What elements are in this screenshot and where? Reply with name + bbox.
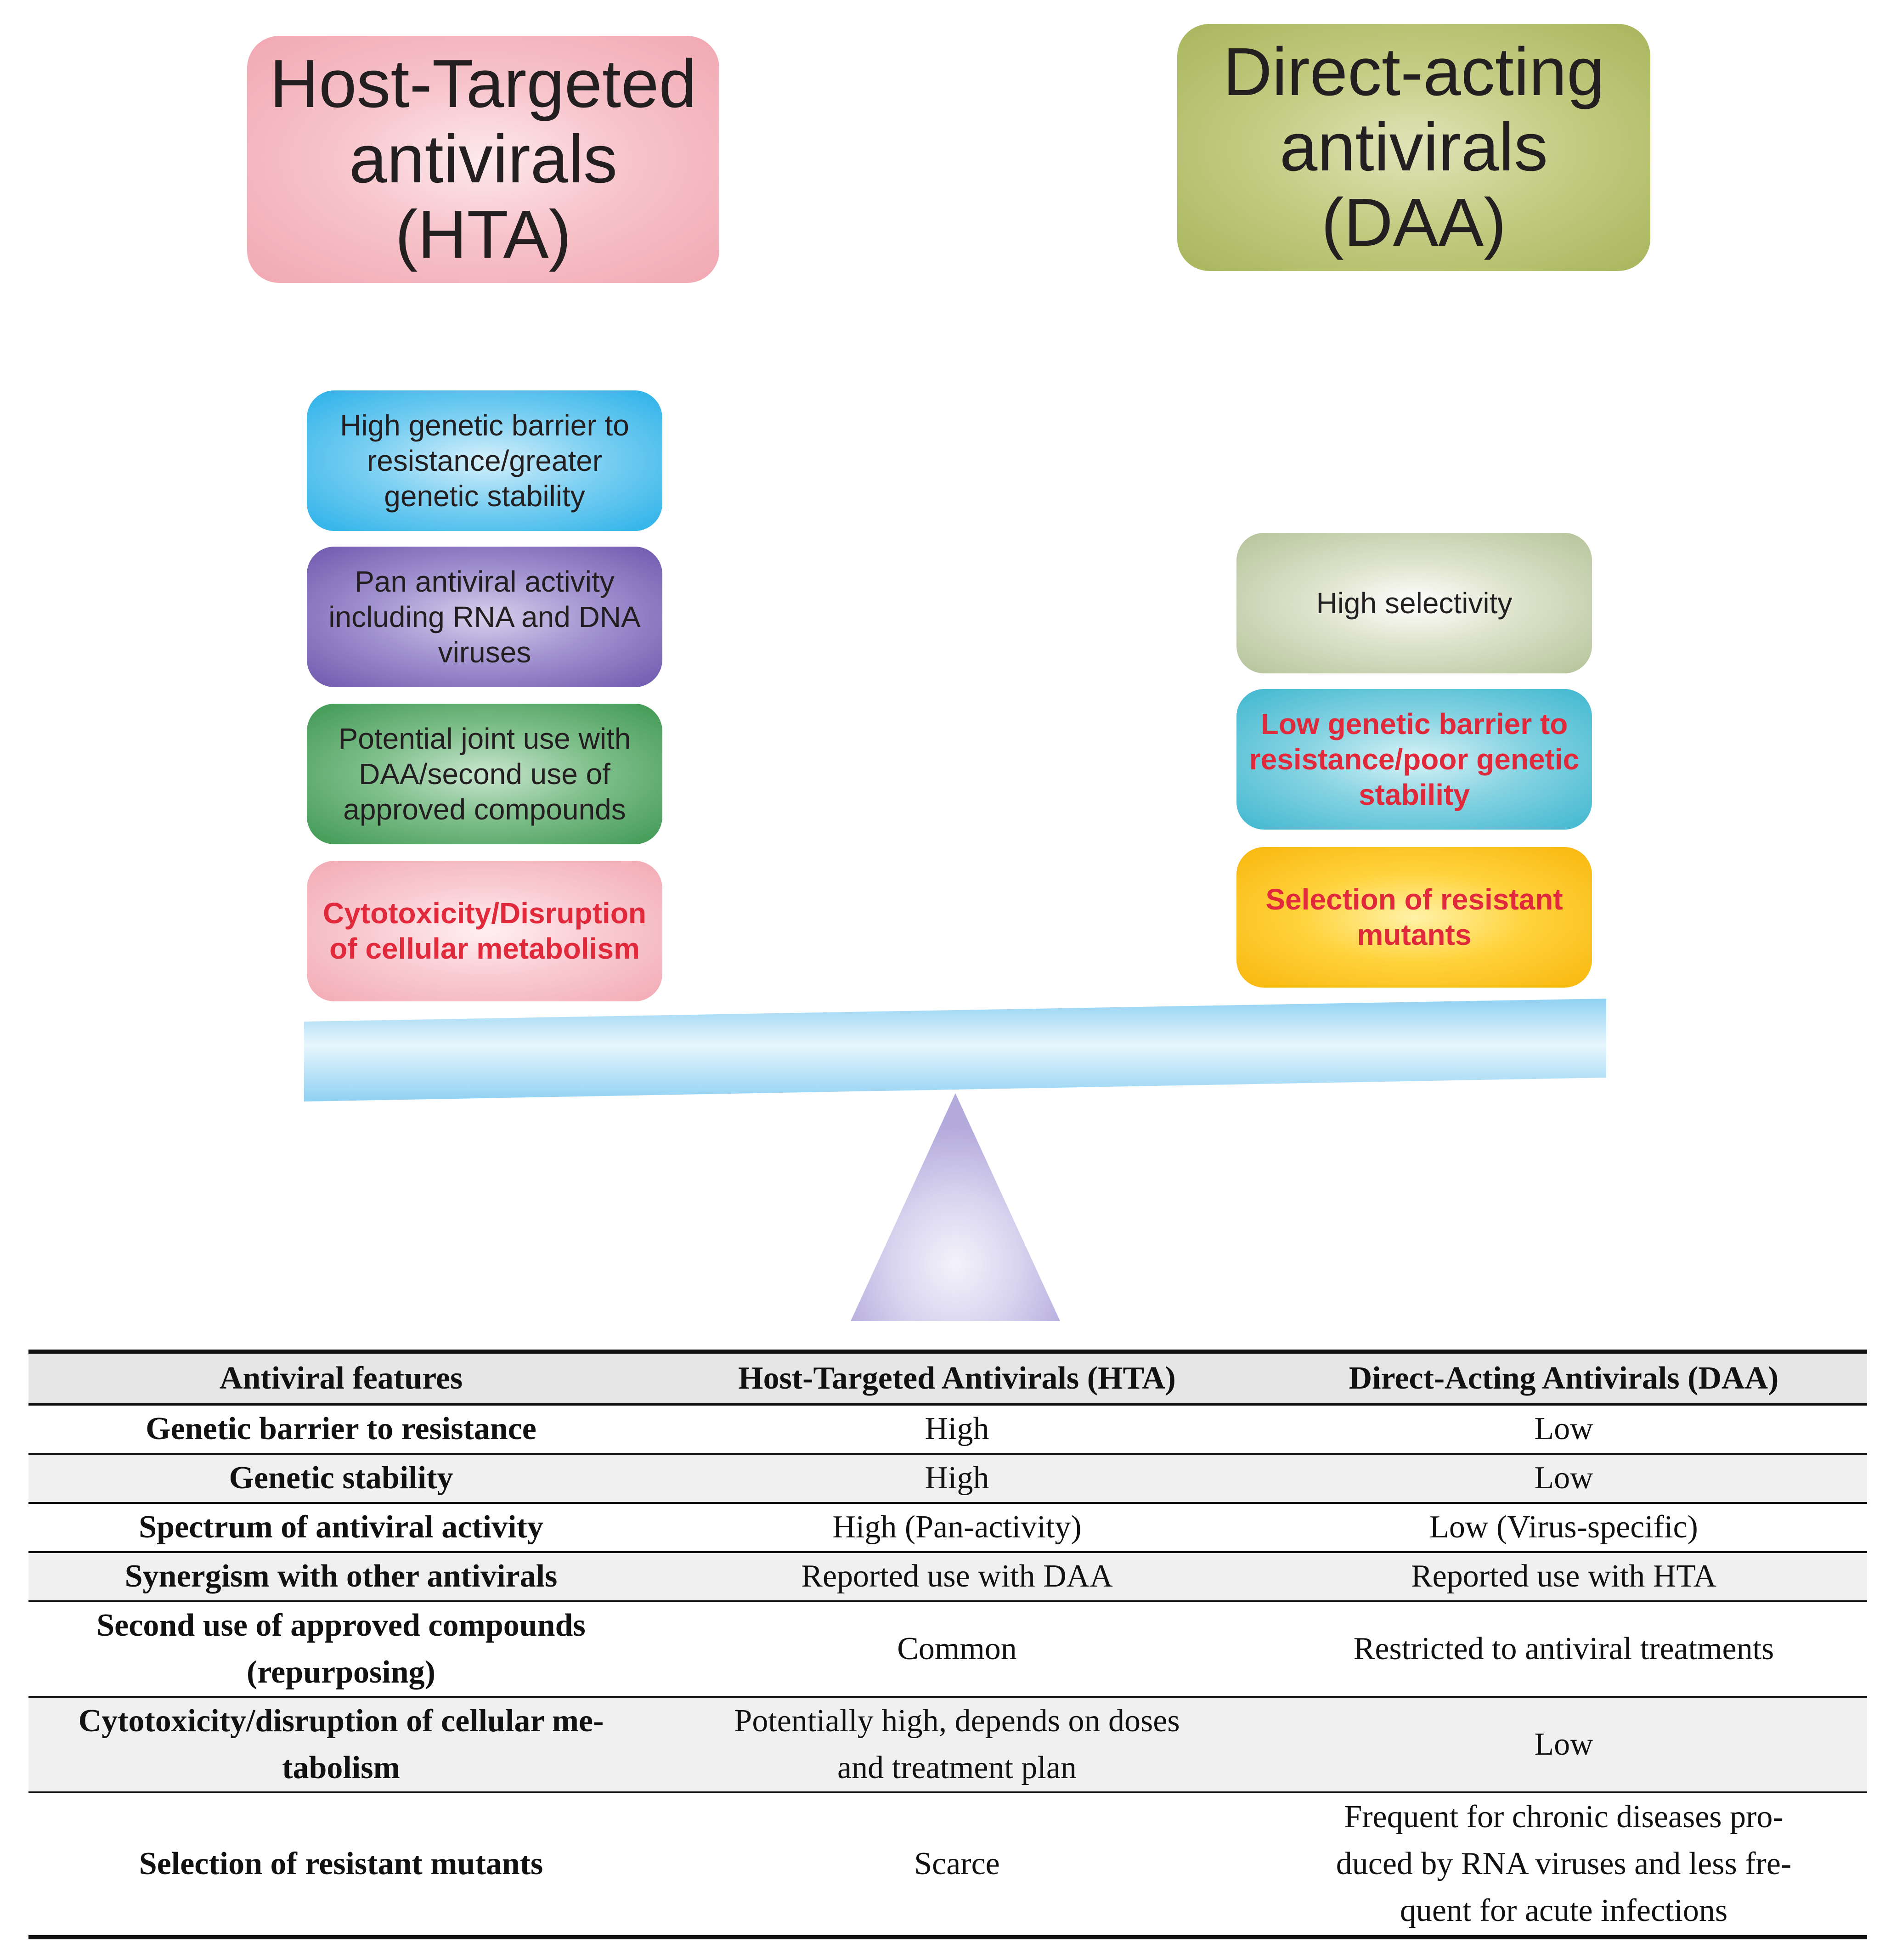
daa-feature-label: Low genetic barrier to resistance/poor g… bbox=[1249, 707, 1580, 811]
hta-feature-label: Pan antiviral activity including RNA and… bbox=[328, 565, 641, 669]
daa-cell: Low bbox=[1260, 1696, 1867, 1793]
table-header-row: Antiviral features Host-Targeted Antivir… bbox=[28, 1350, 1867, 1406]
table-row: Synergism with other antivirals Reported… bbox=[28, 1552, 1867, 1602]
table-row: Spectrum of antiviral activity High (Pan… bbox=[28, 1502, 1867, 1553]
hta-cell: Potentially high, depends on doses and t… bbox=[654, 1696, 1260, 1793]
daa-title-box: Direct-acting antivirals (DAA) bbox=[1177, 24, 1650, 271]
daa-cell: Low bbox=[1260, 1453, 1867, 1504]
daa-feature-label: Selection of resistant mutants bbox=[1265, 883, 1563, 951]
header-daa: Direct-Acting Antivirals (DAA) bbox=[1260, 1350, 1867, 1406]
table-row: Second use of approved compounds (repurp… bbox=[28, 1601, 1867, 1698]
daa-cell: Reported use with HTA bbox=[1260, 1552, 1867, 1602]
daa-feature-label: High selectivity bbox=[1316, 586, 1513, 620]
hta-title-box: Host-Targeted antivirals (HTA) bbox=[247, 36, 719, 283]
feature-cell: Synergism with other antivirals bbox=[28, 1552, 654, 1602]
hta-feature-cytotoxicity: Cytotoxicity/Disruption of cellular meta… bbox=[307, 861, 662, 1001]
feature-cell: Genetic stability bbox=[28, 1453, 654, 1504]
daa-feature-resistant-mutants: Selection of resistant mutants bbox=[1236, 847, 1592, 988]
table-row: Genetic stability High Low bbox=[28, 1453, 1867, 1504]
hta-feature-label: Cytotoxicity/Disruption of cellular meta… bbox=[322, 897, 647, 965]
hta-cell: High bbox=[654, 1404, 1260, 1455]
hta-cell: Reported use with DAA bbox=[654, 1552, 1260, 1602]
daa-title: Direct-acting antivirals (DAA) bbox=[1223, 34, 1605, 260]
daa-cell: Low bbox=[1260, 1404, 1867, 1455]
hta-feature-pan-antiviral: Pan antiviral activity including RNA and… bbox=[307, 547, 662, 687]
daa-feature-low-genetic-barrier: Low genetic barrier to resistance/poor g… bbox=[1236, 689, 1592, 830]
daa-feature-high-selectivity: High selectivity bbox=[1236, 533, 1592, 673]
hta-feature-joint-use: Potential joint use with DAA/second use … bbox=[307, 704, 662, 844]
hta-cell: High bbox=[654, 1453, 1260, 1504]
hta-cell: High (Pan-activity) bbox=[654, 1502, 1260, 1553]
comparison-table: Antiviral features Host-Targeted Antivir… bbox=[28, 1350, 1867, 1939]
feature-cell: Selection of resistant mutants bbox=[28, 1792, 654, 1939]
table-row: Genetic barrier to resistance High Low bbox=[28, 1404, 1867, 1455]
table-row: Cytotoxicity/disruption of cellular me- … bbox=[28, 1696, 1867, 1793]
daa-cell: Restricted to antiviral treatments bbox=[1260, 1601, 1867, 1698]
header-antiviral-features: Antiviral features bbox=[28, 1350, 654, 1406]
daa-cell: Low (Virus-specific) bbox=[1260, 1502, 1867, 1553]
fulcrum bbox=[851, 1093, 1060, 1321]
hta-feature-genetic-barrier: High genetic barrier to resistance/great… bbox=[307, 390, 662, 531]
feature-cell: Genetic barrier to resistance bbox=[28, 1404, 654, 1455]
feature-cell: Second use of approved compounds (repurp… bbox=[28, 1601, 654, 1698]
feature-cell: Cytotoxicity/disruption of cellular me- … bbox=[28, 1696, 654, 1793]
table-row: Selection of resistant mutants Scarce Fr… bbox=[28, 1792, 1867, 1939]
hta-feature-label: Potential joint use with DAA/second use … bbox=[338, 722, 631, 826]
hta-cell: Common bbox=[654, 1601, 1260, 1698]
balance-beam bbox=[304, 999, 1606, 1101]
hta-cell: Scarce bbox=[654, 1792, 1260, 1939]
daa-cell: Frequent for chronic diseases pro- duced… bbox=[1260, 1792, 1867, 1939]
feature-cell: Spectrum of antiviral activity bbox=[28, 1502, 654, 1553]
header-hta: Host-Targeted Antivirals (HTA) bbox=[654, 1350, 1260, 1406]
hta-title: Host-Targeted antivirals (HTA) bbox=[270, 46, 697, 272]
balance-scale bbox=[304, 999, 1606, 1321]
hta-feature-label: High genetic barrier to resistance/great… bbox=[340, 408, 629, 513]
